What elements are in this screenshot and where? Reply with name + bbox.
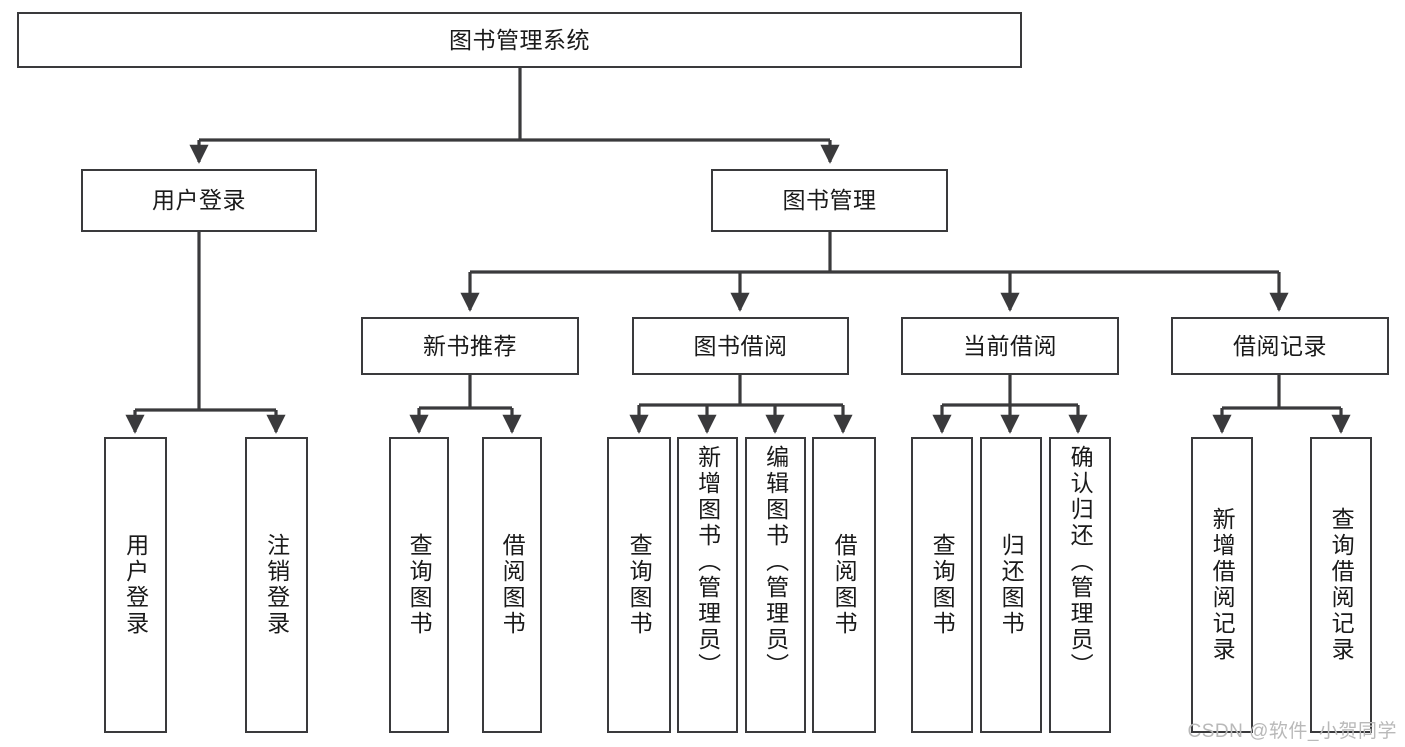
node-leaf-edit-book-label: 编辑图书（管理员） bbox=[762, 445, 789, 679]
node-leaf-return-book-label: 归还图书 bbox=[998, 533, 1025, 637]
node-leaf-query-book-3[interactable]: 查询图书 bbox=[911, 437, 973, 733]
node-leaf-borrow-book-1[interactable]: 借阅图书 bbox=[482, 437, 542, 733]
node-borrow-record[interactable]: 借阅记录 bbox=[1171, 317, 1389, 375]
node-leaf-edit-book[interactable]: 编辑图书（管理员） bbox=[745, 437, 806, 733]
node-book-borrow[interactable]: 图书借阅 bbox=[632, 317, 849, 375]
node-leaf-add-record-label: 新增借阅记录 bbox=[1209, 507, 1236, 663]
node-leaf-query-book-1-label: 查询图书 bbox=[406, 533, 433, 637]
node-leaf-query-record-label: 查询借阅记录 bbox=[1328, 507, 1355, 663]
node-leaf-query-record[interactable]: 查询借阅记录 bbox=[1310, 437, 1372, 733]
node-root[interactable]: 图书管理系统 bbox=[17, 12, 1022, 68]
node-root-label: 图书管理系统 bbox=[449, 26, 590, 53]
node-user-login-label: 用户登录 bbox=[152, 187, 246, 214]
node-leaf-query-book-2-label: 查询图书 bbox=[626, 533, 653, 637]
node-book-borrow-label: 图书借阅 bbox=[693, 332, 788, 359]
node-leaf-query-book-1[interactable]: 查询图书 bbox=[389, 437, 449, 733]
node-leaf-borrow-book-2[interactable]: 借阅图书 bbox=[812, 437, 876, 733]
node-leaf-borrow-book-1-label: 借阅图书 bbox=[499, 533, 526, 637]
node-new-book-recommend[interactable]: 新书推荐 bbox=[361, 317, 579, 375]
node-leaf-query-book-3-label: 查询图书 bbox=[929, 533, 956, 637]
node-borrow-record-label: 借阅记录 bbox=[1233, 332, 1327, 359]
node-leaf-borrow-book-2-label: 借阅图书 bbox=[831, 533, 858, 637]
node-user-login[interactable]: 用户登录 bbox=[81, 169, 317, 232]
node-leaf-logout-login-label: 注销登录 bbox=[263, 533, 290, 637]
node-leaf-logout-login[interactable]: 注销登录 bbox=[245, 437, 308, 733]
node-leaf-confirm-return-label: 确认归还（管理员） bbox=[1067, 445, 1094, 679]
node-new-book-recommend-label: 新书推荐 bbox=[423, 332, 517, 359]
node-leaf-confirm-return[interactable]: 确认归还（管理员） bbox=[1049, 437, 1111, 733]
node-leaf-add-record[interactable]: 新增借阅记录 bbox=[1191, 437, 1253, 733]
node-leaf-user-login[interactable]: 用户登录 bbox=[104, 437, 167, 733]
node-book-manage-label: 图书管理 bbox=[782, 187, 877, 214]
node-leaf-return-book[interactable]: 归还图书 bbox=[980, 437, 1042, 733]
node-leaf-add-book-label: 新增图书（管理员） bbox=[694, 445, 721, 679]
node-current-borrow[interactable]: 当前借阅 bbox=[901, 317, 1119, 375]
node-book-manage[interactable]: 图书管理 bbox=[711, 169, 948, 232]
node-current-borrow-label: 当前借阅 bbox=[963, 332, 1057, 359]
node-leaf-user-login-label: 用户登录 bbox=[122, 533, 149, 637]
node-leaf-add-book[interactable]: 新增图书（管理员） bbox=[677, 437, 738, 733]
node-leaf-query-book-2[interactable]: 查询图书 bbox=[607, 437, 671, 733]
